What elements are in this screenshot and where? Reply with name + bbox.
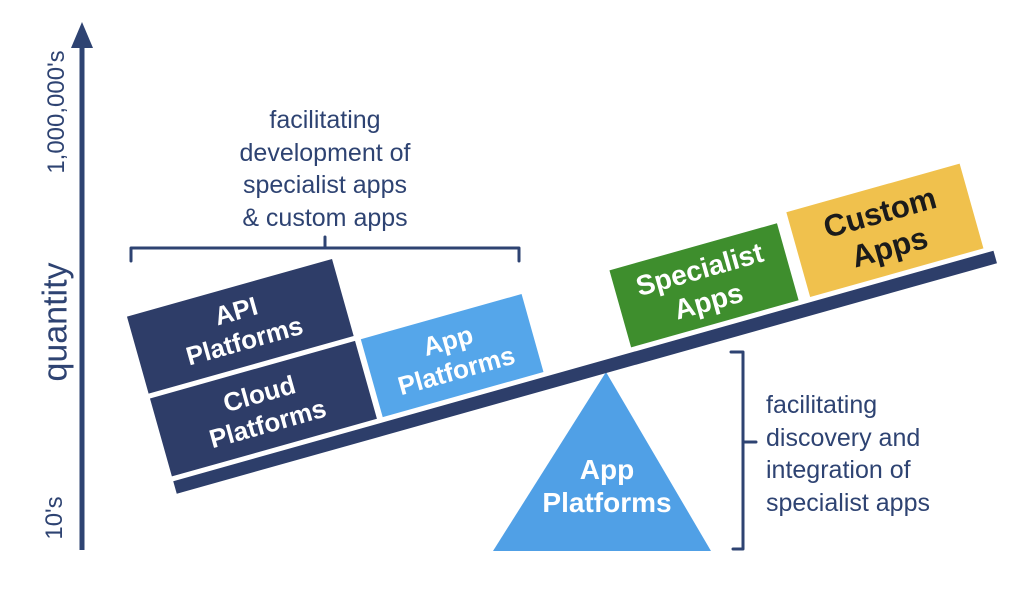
y-axis-arrow-icon xyxy=(71,22,93,48)
fulcrum-label: App Platforms xyxy=(542,454,672,518)
y-axis-title: quantity xyxy=(36,262,75,382)
top-annotation: facilitating development of specialist a… xyxy=(239,106,411,232)
right-annotation: facilitating discovery and integration o… xyxy=(766,391,930,517)
right-bracket xyxy=(729,350,758,551)
fulcrum-triangle xyxy=(493,372,711,551)
top-bracket xyxy=(129,235,521,263)
y-axis-bottom-tick-label: 10's xyxy=(41,496,68,540)
y-axis-top-tick-label: 1,000,000's xyxy=(43,50,70,174)
